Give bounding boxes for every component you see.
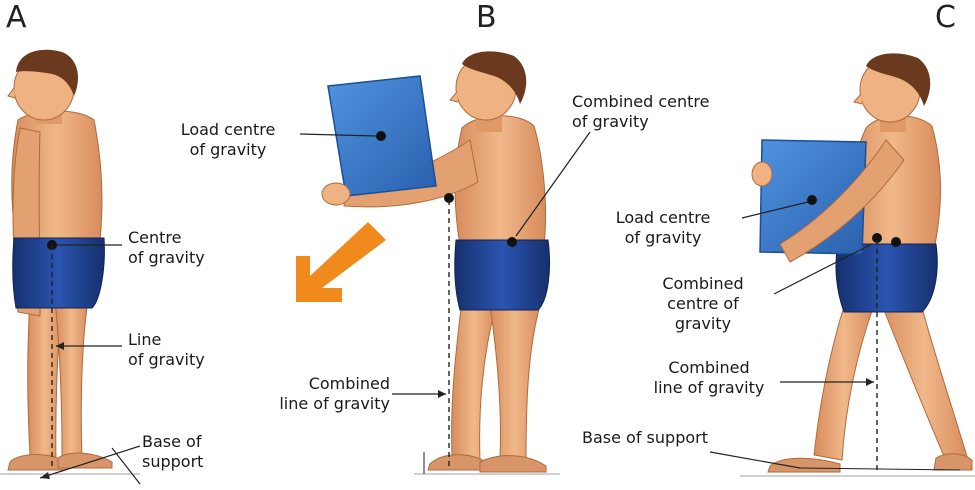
figure-c — [709, 53, 973, 473]
label-b-combined-line-of-gravity: Combined line of gravity — [234, 374, 390, 414]
label-a-centre-of-gravity: Centre of gravity — [128, 228, 205, 268]
label-b-combined-centre-of-gravity: Combined centre of gravity — [572, 92, 710, 132]
label-b-clog-line1: Combined — [308, 374, 390, 393]
label-c-clog-line1: Combined — [668, 358, 750, 377]
panel-a-letter: A — [6, 0, 27, 35]
label-b-ccog-line1: Combined centre — [572, 92, 710, 111]
label-a-cog-line2: of gravity — [128, 248, 205, 267]
label-b-ccog-line2: of gravity — [572, 112, 649, 131]
label-c-combined-centre-of-gravity: Combined centre of gravity — [632, 274, 774, 334]
label-c-lcog-line2: of gravity — [624, 228, 702, 247]
label-a-log-line2: of gravity — [128, 350, 205, 369]
label-a-bos-line1: Base of — [142, 432, 202, 451]
label-c-load-centre-of-gravity: Load centre of gravity — [588, 208, 738, 248]
label-c-base-of-support: Base of support — [582, 428, 708, 448]
label-b-lcog-line2: of gravity — [189, 140, 267, 159]
label-a-log-line1: Line — [128, 330, 162, 349]
label-c-lcog-line1: Load centre — [615, 208, 711, 227]
label-b-lcog-line1: Load centre — [180, 120, 276, 139]
label-c-ccog-line2: centre of — [667, 294, 739, 313]
label-c-clog-line2: line of gravity — [653, 378, 765, 397]
label-b-load-centre-of-gravity: Load centre of gravity — [158, 120, 298, 160]
label-c-combined-line-of-gravity: Combined line of gravity — [636, 358, 782, 398]
label-a-base-of-support: Base of support — [142, 432, 203, 472]
figure-b — [299, 51, 591, 474]
movement-arrow-icon — [296, 222, 386, 302]
label-c-ccog-line1: Combined — [662, 274, 744, 293]
label-c-ccog-line3: gravity — [674, 314, 732, 333]
label-a-line-of-gravity: Line of gravity — [128, 330, 205, 370]
label-a-cog-line1: Centre — [128, 228, 182, 247]
label-c-bos-line1: Base of support — [582, 428, 708, 447]
label-b-clog-line2: line of gravity — [279, 394, 390, 413]
panel-b-letter: B — [476, 0, 497, 35]
panel-c-letter: C — [935, 0, 956, 35]
label-a-bos-line2: support — [142, 452, 204, 471]
figure-a — [7, 49, 141, 485]
